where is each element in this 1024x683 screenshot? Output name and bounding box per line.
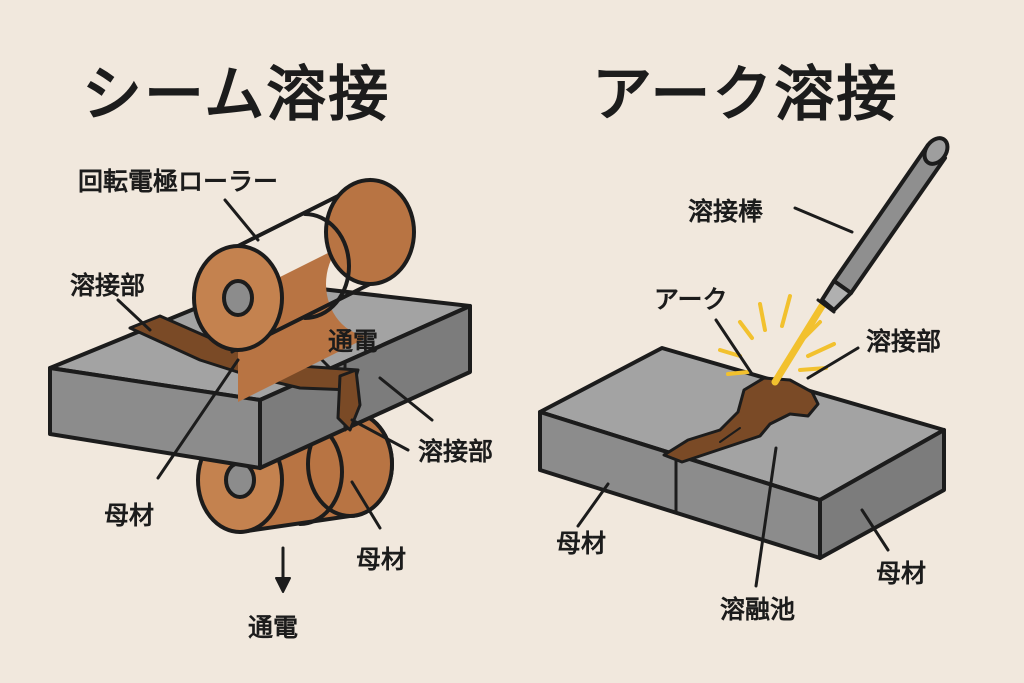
label-seam-weld-left: 溶接部 bbox=[70, 271, 146, 300]
label-arc: アーク bbox=[654, 285, 728, 314]
arc-weld-seam bbox=[662, 376, 820, 464]
label-arc-base-left: 母材 bbox=[556, 529, 607, 558]
label-current-bottom: 通電 bbox=[248, 613, 299, 642]
label-seam-base-right: 母材 bbox=[356, 545, 407, 574]
label-welding-rod: 溶接棒 bbox=[688, 197, 764, 226]
current-arrow-icon bbox=[275, 546, 291, 593]
label-seam-base-left: 母材 bbox=[104, 501, 155, 530]
top-electrode-roller bbox=[192, 178, 416, 402]
label-arc-base-right: 母材 bbox=[876, 559, 927, 588]
seam-welding-title: シーム溶接 bbox=[82, 60, 391, 130]
arc-welding-title: アーク溶接 bbox=[592, 60, 899, 130]
label-arc-weld: 溶接部 bbox=[866, 327, 942, 356]
label-seam-weld-right: 溶接部 bbox=[418, 437, 494, 466]
label-current-top: 通電 bbox=[328, 327, 379, 356]
label-electrode-roller: 回転電極ローラー bbox=[78, 167, 279, 196]
welding-rod bbox=[816, 136, 950, 314]
label-molten-pool: 溶融池 bbox=[720, 595, 796, 624]
arc-leader-lines bbox=[576, 206, 890, 588]
seam-leader-lines bbox=[116, 198, 434, 530]
